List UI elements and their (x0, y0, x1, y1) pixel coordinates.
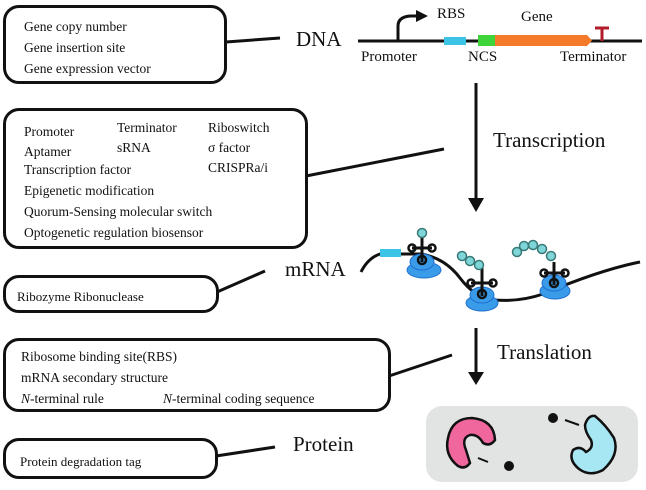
amino-acid (518, 240, 530, 252)
factor-item: Promoter (24, 124, 75, 139)
factor-item: Optogenetic regulation biosensor (24, 225, 204, 240)
terminator-icon (595, 26, 609, 41)
connector-mrna (216, 269, 266, 294)
amino-acid (464, 255, 476, 267)
ligand-dot (504, 461, 514, 471)
dna-factors-box: Gene copy number Gene insertion site Gen… (3, 5, 227, 84)
protein-factors-box: Protein degradation tag (3, 438, 218, 479)
factor-item: N-terminal rule (21, 391, 104, 406)
stage-label-dna: DNA (296, 27, 342, 51)
rbs-segment (444, 37, 466, 45)
factor-item: σ factor (208, 140, 251, 155)
connector-dna (225, 36, 281, 44)
construct-label-gene: Gene (521, 9, 553, 25)
amino-acid (473, 259, 485, 271)
ligand-arrow (564, 419, 580, 426)
ncs-segment (478, 35, 495, 46)
transcription-arrow-icon (468, 83, 484, 212)
gene-arrow (495, 35, 592, 46)
ribosome-1 (406, 227, 442, 279)
construct-label-rbs: RBS (437, 6, 466, 22)
factor-item: N-terminal coding sequence (163, 391, 315, 406)
factor-item: Ribosome binding site(RBS) (21, 349, 178, 364)
trna-icon (466, 268, 498, 300)
amino-acid (416, 227, 428, 239)
protein-pink-icon (445, 416, 497, 469)
transcription-factors-box: Promoter Aptamer Terminator sRNA Riboswi… (3, 108, 308, 249)
factor-item: CRISPRa/i (208, 160, 269, 175)
process-label-transcription: Transcription (493, 128, 606, 152)
factor-item: mRNA secondary structure (21, 370, 168, 385)
trna-icon (539, 262, 570, 289)
amino-acid (527, 239, 539, 251)
amino-acid (456, 250, 468, 262)
translation-factors-box: Ribosome binding site(RBS) mRNA secondar… (3, 338, 391, 412)
ribosome-2 (456, 250, 499, 312)
factor-item: Protein degradation tag (20, 454, 142, 469)
protein-blue-icon (570, 414, 617, 475)
factor-item: Aptamer (24, 144, 72, 159)
ligand-dot (548, 413, 558, 423)
process-label-translation: Translation (497, 340, 592, 364)
promoter-arrowhead-icon (416, 10, 428, 22)
factor-item: Gene expression vector (24, 61, 151, 76)
ligand-arrow (477, 457, 489, 463)
amino-acid (536, 243, 548, 255)
construct-label-promoter: Promoter (361, 49, 417, 65)
translation-arrow-icon (468, 328, 484, 385)
factor-item: sRNA (117, 140, 151, 155)
amino-acid (511, 246, 523, 258)
promoter-arrow-icon (396, 14, 418, 41)
amino-acid (545, 250, 557, 262)
factor-item: Terminator (117, 120, 177, 135)
connector-translation (388, 353, 453, 378)
factor-item: Quorum-Sensing molecular switch (24, 204, 213, 219)
protein-panel (426, 406, 638, 482)
connector-protein (215, 445, 276, 458)
factor-item: Gene insertion site (24, 40, 126, 55)
factor-item: Ribozyme Ribonuclease (17, 289, 144, 304)
connector-transcription (305, 147, 445, 178)
factor-item: Gene copy number (24, 19, 127, 34)
factor-item: Epigenetic modification (24, 183, 155, 198)
construct-label-terminator: Terminator (560, 49, 627, 65)
stage-label-protein: Protein (293, 432, 354, 456)
stage-label-mrna: mRNA (285, 257, 346, 281)
factor-item: Riboswitch (208, 120, 270, 135)
construct-label-ncs: NCS (468, 49, 498, 65)
mrna-strand (359, 252, 641, 302)
mrna-factors-box: Ribozyme Ribonuclease (3, 275, 219, 313)
trna-icon (407, 236, 437, 266)
dna-construct (358, 10, 642, 46)
mrna-rbs-segment (380, 249, 401, 257)
factor-item: Transcription factor (24, 162, 132, 177)
ribosome-3 (511, 239, 571, 300)
